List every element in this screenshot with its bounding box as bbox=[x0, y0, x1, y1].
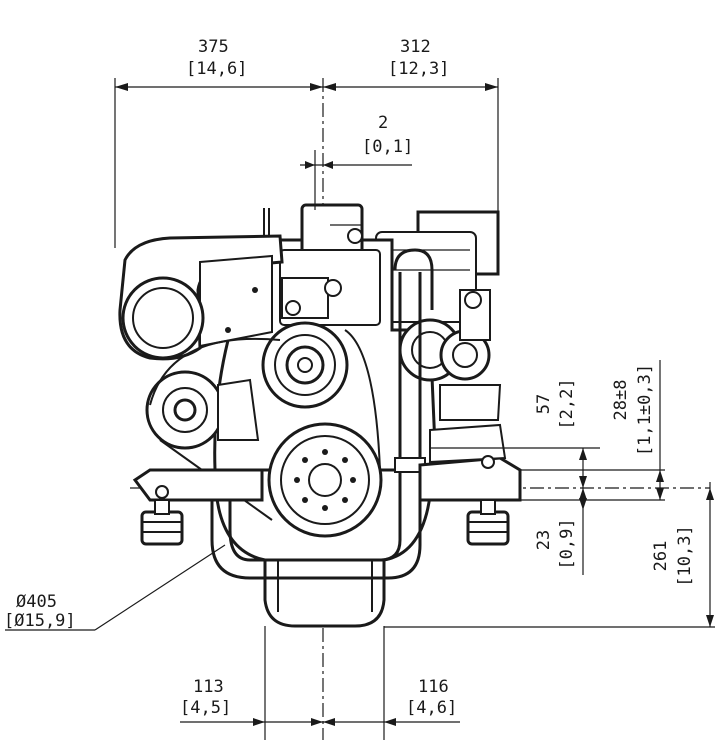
dim-pulley-diameter-mm: Ø405 bbox=[16, 592, 57, 612]
dimension-labels: 375 [14,6] 312 [12,3] 2 [0,1] Ø405 [Ø15,… bbox=[4, 37, 695, 718]
dim-mount-range-mm: 28±8 bbox=[611, 380, 631, 421]
dim-right-width-mm: 312 bbox=[400, 37, 431, 57]
dim-sump-left-mm: 113 bbox=[193, 677, 224, 697]
mount-rail-left bbox=[132, 468, 264, 502]
dim-right-width-in: [12,3] bbox=[388, 59, 449, 79]
mount-rail-right bbox=[418, 456, 522, 502]
dim-mount-range-in: [1,1±0,3] bbox=[635, 364, 655, 456]
dimension-lines bbox=[5, 78, 715, 740]
dim-left-width-in: [14,6] bbox=[186, 59, 247, 79]
dim-center-offset-mm: 2 bbox=[378, 113, 388, 133]
dim-mount-rise-in: [2,2] bbox=[557, 378, 577, 429]
oil-sump bbox=[263, 546, 386, 628]
engine-mount-left bbox=[140, 485, 184, 546]
engine-outline bbox=[118, 203, 522, 628]
dim-pulley-diameter-in: [Ø15,9] bbox=[4, 611, 76, 631]
dim-mount-rise-mm: 57 bbox=[534, 394, 554, 414]
dim-sump-left-in: [4,5] bbox=[180, 698, 231, 718]
dim-crank-to-bottom-in: [10,3] bbox=[675, 525, 695, 586]
dim-center-offset-in: [0,1] bbox=[362, 137, 413, 157]
dim-left-width-mm: 375 bbox=[198, 37, 229, 57]
engine-mount-right bbox=[466, 455, 510, 546]
dim-below-mount-in: [0,9] bbox=[557, 518, 577, 569]
coolant-pipe bbox=[393, 248, 434, 310]
dim-sump-right-mm: 116 bbox=[418, 677, 449, 697]
dim-below-mount-mm: 23 bbox=[534, 530, 554, 550]
dim-sump-right-in: [4,6] bbox=[406, 698, 457, 718]
dim-crank-to-bottom-mm: 261 bbox=[651, 541, 671, 572]
